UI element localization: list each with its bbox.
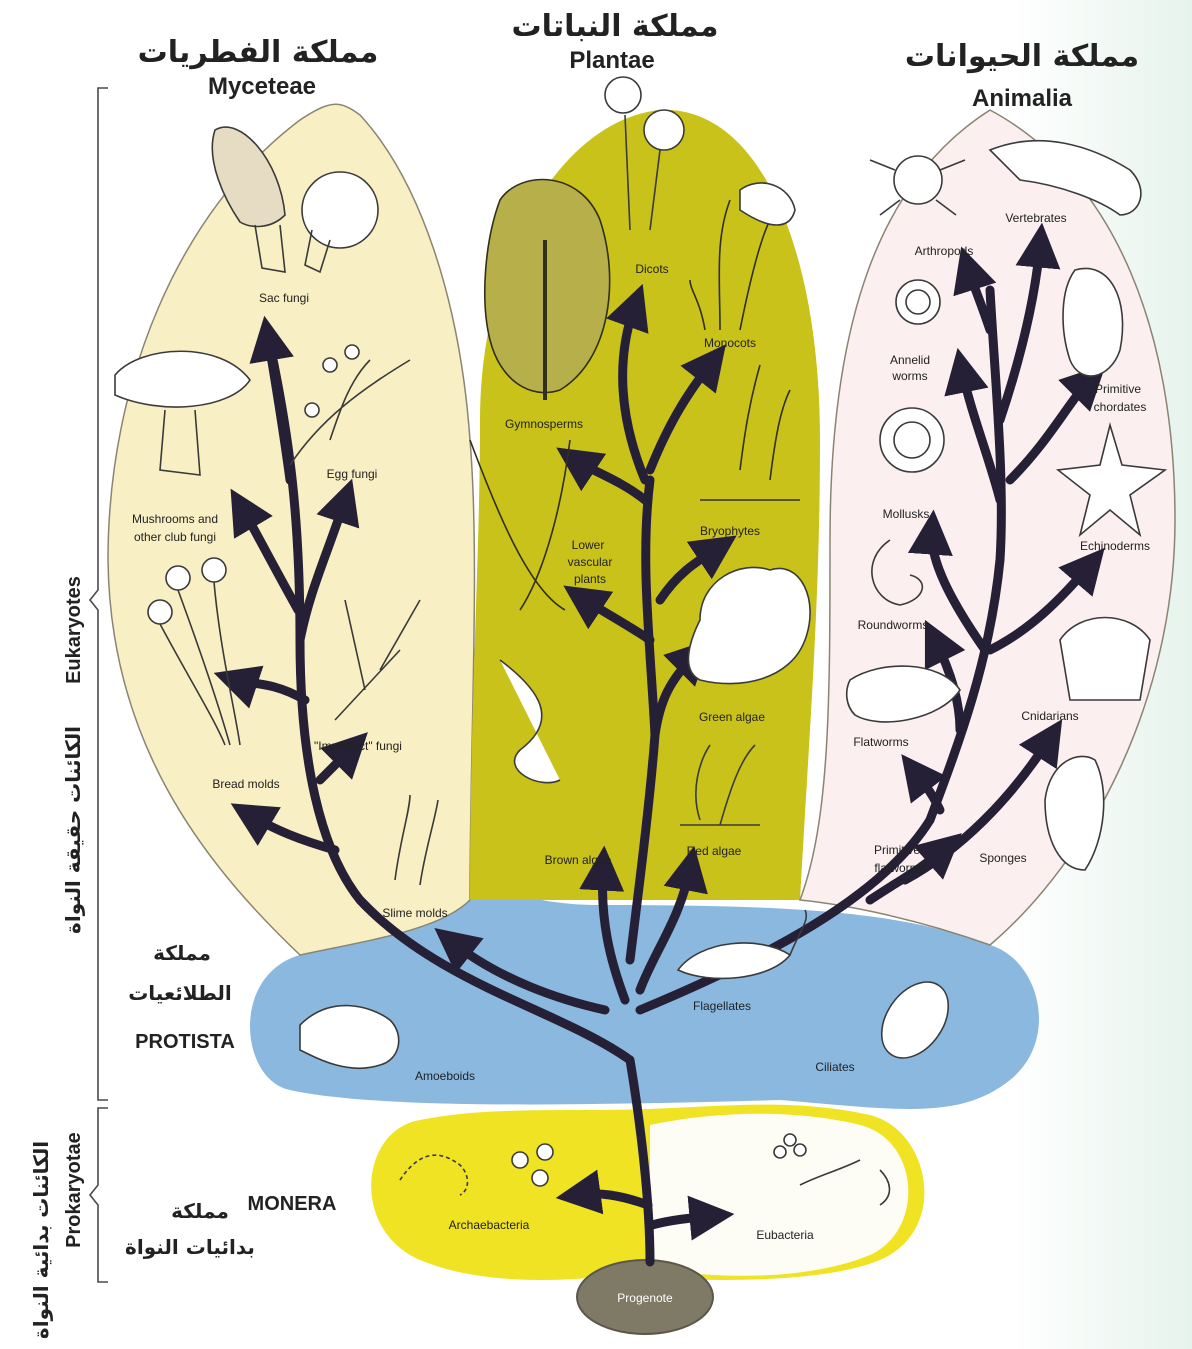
label-flatworms: Flatworms [853, 735, 908, 749]
label-bread-molds: Bread molds [212, 777, 279, 791]
label-archaebacteria: Archaebacteria [449, 1218, 530, 1232]
archaebacteria-illustration [512, 1152, 528, 1168]
prokaryotes-arabic-label: الكائنات بدائية النواة [29, 1141, 53, 1339]
fungi-title-ar: مملكة الفطريات [138, 35, 379, 70]
label-lower-2: vascular [568, 555, 613, 569]
label-sac-fungi: Sac fungi [259, 291, 309, 305]
label-egg-fungi: Egg fungi [327, 467, 378, 481]
label-chordates-2: chordates [1094, 400, 1147, 414]
label-flagellates: Flagellates [693, 999, 751, 1013]
monera-title-ar-1: مملكة [171, 1199, 229, 1223]
label-dicots: Dicots [635, 262, 668, 276]
label-slime-molds: Slime molds [382, 906, 447, 920]
monera-title-en: MONERA [248, 1193, 337, 1215]
eubacteria-region [650, 1114, 908, 1276]
mollusk-illustration [880, 408, 944, 472]
label-arthropods: Arthropods [915, 244, 974, 258]
animals-title-en: Animalia [972, 85, 1073, 112]
label-annelid-1: Annelid [890, 353, 930, 367]
label-monocots: Monocots [704, 336, 756, 350]
protista-title-ar-2: الطلائعيات [128, 981, 232, 1005]
label-green-algae: Green algae [699, 710, 765, 724]
monera-title-ar-2: بدائيات النواة [125, 1235, 255, 1259]
cnidarian-illustration [1060, 618, 1150, 701]
eubacteria-illustration [784, 1134, 796, 1146]
label-cnidarians: Cnidarians [1021, 709, 1078, 723]
label-mushrooms-2: other club fungi [134, 530, 216, 544]
dicot-flower-illustration [605, 77, 641, 113]
label-mollusks: Mollusks [883, 507, 930, 521]
label-prim-flat-1: Primitive [874, 843, 920, 857]
plants-title-en: Plantae [569, 47, 654, 74]
label-mushrooms-1: Mushrooms and [132, 512, 218, 526]
label-lower-1: Lower [572, 538, 605, 552]
label-vertebrates: Vertebrates [1005, 211, 1066, 225]
animals-title-ar: مملكة الحيوانات [905, 39, 1139, 74]
label-gymnosperms: Gymnosperms [505, 417, 583, 431]
puffball-illustration [302, 172, 378, 248]
label-echinoderms: Echinoderms [1080, 539, 1150, 553]
label-amoeboids: Amoeboids [415, 1069, 475, 1083]
eukaryotes-arabic-label: الكائنات حقيقة النواة [61, 726, 85, 934]
label-roundworms: Roundworms [858, 618, 929, 632]
annelid-illustration [896, 280, 940, 324]
label-imperfect-fungi: "Imperfect" fungi [314, 739, 402, 753]
label-ciliates: Ciliates [815, 1060, 854, 1074]
label-bryophytes: Bryophytes [700, 524, 760, 538]
label-eubacteria: Eubacteria [756, 1228, 814, 1242]
label-sponges: Sponges [979, 851, 1026, 865]
label-progenote: Progenote [617, 1291, 673, 1305]
label-annelid-2: worms [891, 369, 927, 383]
protista-title-ar-1: مملكة [153, 941, 211, 965]
protista-title-en: PROTISTA [135, 1031, 235, 1053]
label-chordates-1: Primitive [1095, 382, 1141, 396]
label-brown-algae: Brown algae [545, 853, 612, 867]
label-prim-flat-2: flatworms [874, 861, 925, 875]
label-red-algae: Red algae [687, 844, 742, 858]
plants-title-ar: مملكة النباتات [512, 9, 719, 44]
eukaryotes-label: Eukaryotes [63, 576, 85, 684]
label-lower-3: plants [574, 572, 606, 586]
fungi-title-en: Myceteae [208, 73, 316, 100]
arthropod-illustration [894, 156, 942, 204]
prokaryotes-label: Prokaryotae [63, 1132, 85, 1248]
